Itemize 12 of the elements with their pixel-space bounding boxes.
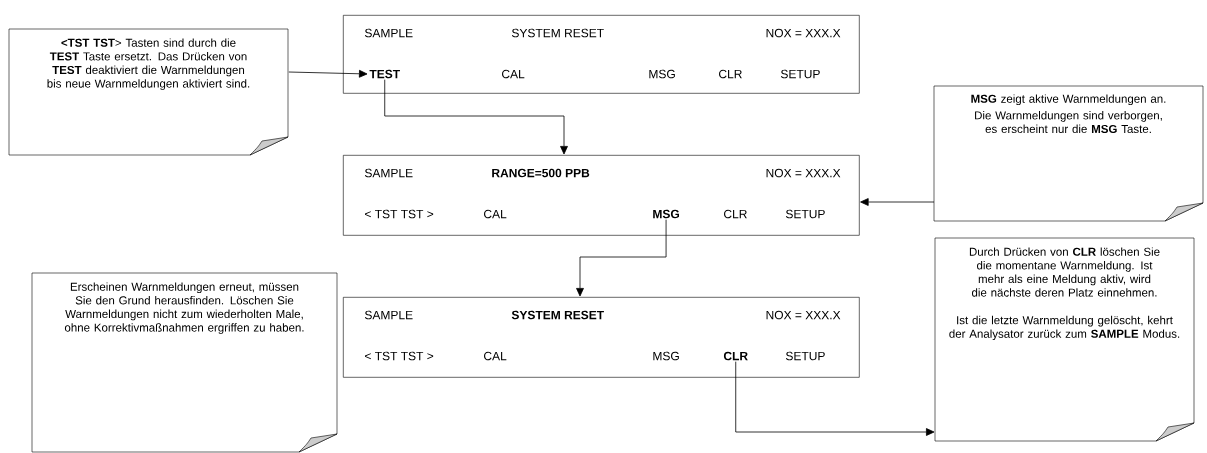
note-callout: MSG zeigt aktive Warnmeldungen an. Die Warnmeldungen sind verborgen, es erscheint nur die MSG Taste. <box>933 85 1204 222</box>
arrow <box>735 361 935 436</box>
arrow <box>860 198 935 206</box>
key-label: CLR <box>723 351 748 361</box>
arrow <box>288 69 368 78</box>
key-label: MSG <box>653 209 679 219</box>
arrow <box>576 219 667 297</box>
note-callout: <TST TST> Tasten sind durch die TEST Taste ersetzt. Das Drücken von TEST deaktiviert die Warnmeldungen bis neue Warnmeldungen aktiviert sind. <box>8 28 289 156</box>
key-label: TEST <box>369 69 400 79</box>
note-callout: Durch Drücken von CLR löschen Sie die momentane Warnmeldung. Ist mehr als eine Meldung aktiv, wird die nächste deren Platz einnehmen. Ist die letzte Warnmeldung gelöscht, kehrt der Analysator zurück zum SAMPLE Modus. <box>934 237 1195 442</box>
arrow <box>384 79 568 155</box>
note-callout: Erscheinen Warnmeldungen erneut, müssen Sie den Grund herausfinden. Löschen Sie Warnmeldungen nicht zum wiederholten Male, ohne Korrektivmaßnahmen ergriffen zu haben. <box>31 272 338 453</box>
